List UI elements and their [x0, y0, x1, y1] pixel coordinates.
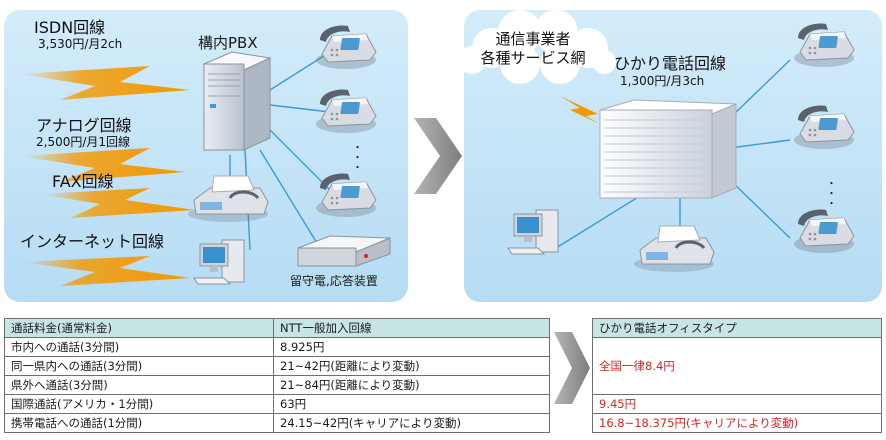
hikari-office-device	[599, 99, 737, 199]
cloud-line-2: 各種サービス網	[480, 49, 586, 67]
call-type-cell: 携帯電話への通話(1分間)	[4, 413, 274, 433]
fax-right	[632, 224, 716, 274]
ntt-rate-cell: 63円	[273, 394, 550, 414]
isdn-line-price: 3,530円/月2ch	[38, 37, 123, 51]
call-type-cell: 同一県内への通話(3分間)	[4, 356, 274, 376]
line-lightning-bolts	[20, 66, 195, 286]
analog-line-label: アナログ回線	[36, 116, 132, 135]
table-row: 携帯電話への通話(1分間) 24.15~42円(キャリアにより変動)	[4, 413, 550, 433]
hikari-mobile-rate: 16.8~18.375円(キャリアにより変動)	[592, 413, 882, 433]
cloud-lightning	[560, 96, 600, 124]
table-row: 国際通話(アメリカ・1分間) 63円	[4, 394, 550, 414]
hikari-line-label: ひかり電話回線	[614, 54, 727, 73]
table-row: 県外へ通話(3分間) 21~84円(距離により変動)	[4, 375, 550, 395]
pc-left	[193, 239, 245, 285]
cloud-line-1: 通信事業者	[495, 30, 571, 48]
transition-arrow-top	[414, 118, 462, 194]
rate-category-header: 通話料金(通常料金)	[4, 318, 274, 338]
table-row: 16.8~18.375円(キャリアにより変動)	[592, 413, 882, 433]
call-type-cell: 市内への通話(3分間)	[4, 337, 274, 357]
phone-right-1	[793, 23, 855, 68]
more-phones-dots-left: ・・・	[350, 142, 361, 172]
internet-line-label: インターネット回線	[20, 232, 165, 251]
fax-line-label: FAX回線	[52, 172, 114, 191]
hikari-table-header-row: ひかり電話オフィスタイプ	[592, 318, 882, 338]
ntt-rate-table: 通話料金(通常料金) NTT一般加入回線 市内への通話(3分間) 8.925円 …	[4, 318, 550, 433]
table-row: 9.45円	[592, 394, 882, 414]
ntt-rate-cell: 8.925円	[273, 337, 550, 357]
ntt-rate-cell: 24.15~42円(キャリアにより変動)	[273, 413, 550, 433]
phone-right-2	[793, 105, 855, 150]
call-type-cell: 県外へ通話(3分間)	[4, 375, 274, 395]
analog-line-price: 2,500円/月1回線	[36, 135, 131, 149]
more-phones-dots-right: ・・・	[824, 178, 835, 208]
isdn-line-label: ISDN回線	[34, 18, 106, 37]
carrier-cloud	[458, 10, 616, 84]
hikari-connections	[555, 59, 791, 249]
pc-right	[507, 209, 559, 255]
transition-arrow-bottom	[554, 332, 590, 404]
table-row: 同一県内への通話(3分間) 21~42円(距離により変動)	[4, 356, 550, 376]
phone-left-1	[315, 25, 377, 70]
ntt-rate-cell: 21~42円(距離により変動)	[273, 356, 550, 376]
call-type-cell: 国際通話(アメリカ・1分間)	[4, 394, 274, 414]
phone-left-3	[315, 173, 377, 218]
phone-right-3	[793, 209, 855, 254]
pbx-label: 構内PBX	[198, 34, 258, 52]
answering-device	[297, 235, 391, 267]
hikari-international-rate: 9.45円	[592, 394, 882, 414]
ntt-table-header-row: 通話料金(通常料金) NTT一般加入回線	[4, 318, 550, 338]
hikari-domestic-rate: 全国一律8.4円	[592, 337, 882, 395]
hikari-plan-header: ひかり電話オフィスタイプ	[592, 318, 882, 338]
ntt-rate-cell: 21~84円(距離により変動)	[273, 375, 550, 395]
answering-device-label: 留守電,応答装置	[290, 274, 378, 288]
hikari-line-price: 1,300円/月3ch	[620, 74, 705, 88]
carrier-cloud-label: 通信事業者 各種サービス網	[458, 30, 608, 68]
hikari-rate-table: ひかり電話オフィスタイプ 全国一律8.4円 9.45円 16.8~18.375円…	[592, 318, 882, 433]
pbx-server	[202, 51, 272, 151]
fax-left	[186, 174, 270, 224]
table-row: 市内への通話(3分間) 8.925円	[4, 337, 550, 357]
ntt-plan-header: NTT一般加入回線	[273, 318, 550, 338]
